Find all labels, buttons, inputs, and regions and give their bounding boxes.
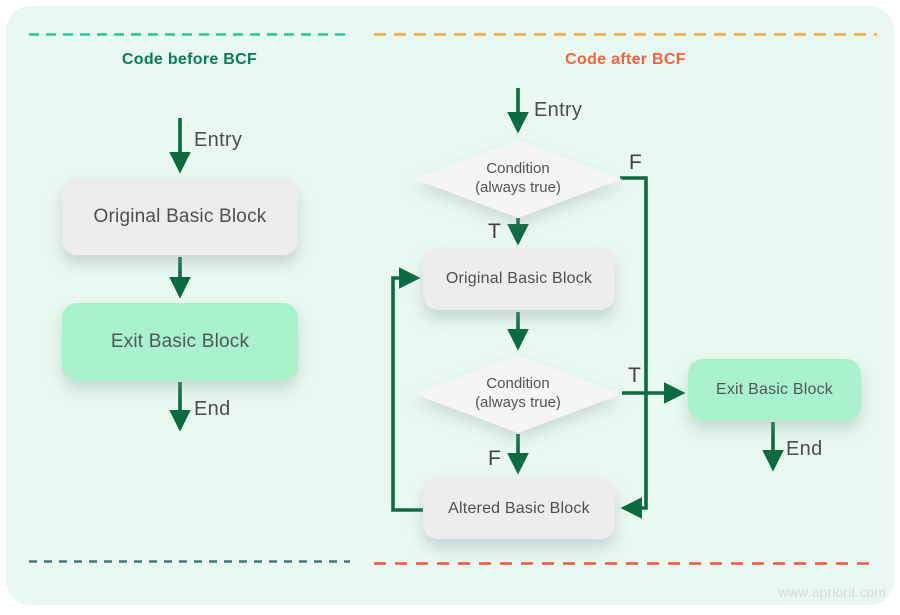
panel-after-title: Code after BCF — [565, 51, 686, 68]
label-entry-after: Entry — [534, 99, 583, 121]
panel-before-dashed-border — [27, 33, 352, 563]
node-altered-basic-block-after: Altered Basic Block — [423, 478, 615, 539]
panel-before-title: Code before BCF — [121, 51, 258, 68]
panel-code-before-bcf: Code before BCF — [27, 33, 352, 563]
panel-after-dashed-border — [372, 33, 879, 565]
label-false-cond1: F — [629, 151, 642, 174]
label-entry-before: Entry — [194, 129, 243, 151]
node-condition-1: Condition (always true) — [414, 140, 622, 218]
label-end-before: End — [194, 398, 231, 420]
label-true-cond2: T — [628, 364, 641, 387]
watermark: www.apriorit.com — [778, 585, 886, 600]
node-exit-basic-block-after: Exit Basic Block — [688, 359, 861, 420]
node-condition-2: Condition (always true) — [414, 355, 622, 433]
label-end-after: End — [786, 438, 823, 460]
label-false-cond2: F — [488, 447, 501, 470]
panel-code-after-bcf: Code after BCF — [372, 33, 879, 565]
node-exit-basic-block-before: Exit Basic Block — [62, 303, 298, 380]
node-original-basic-block-before: Original Basic Block — [62, 178, 298, 255]
label-true-cond1: T — [488, 220, 501, 243]
node-original-basic-block-after: Original Basic Block — [423, 248, 615, 310]
